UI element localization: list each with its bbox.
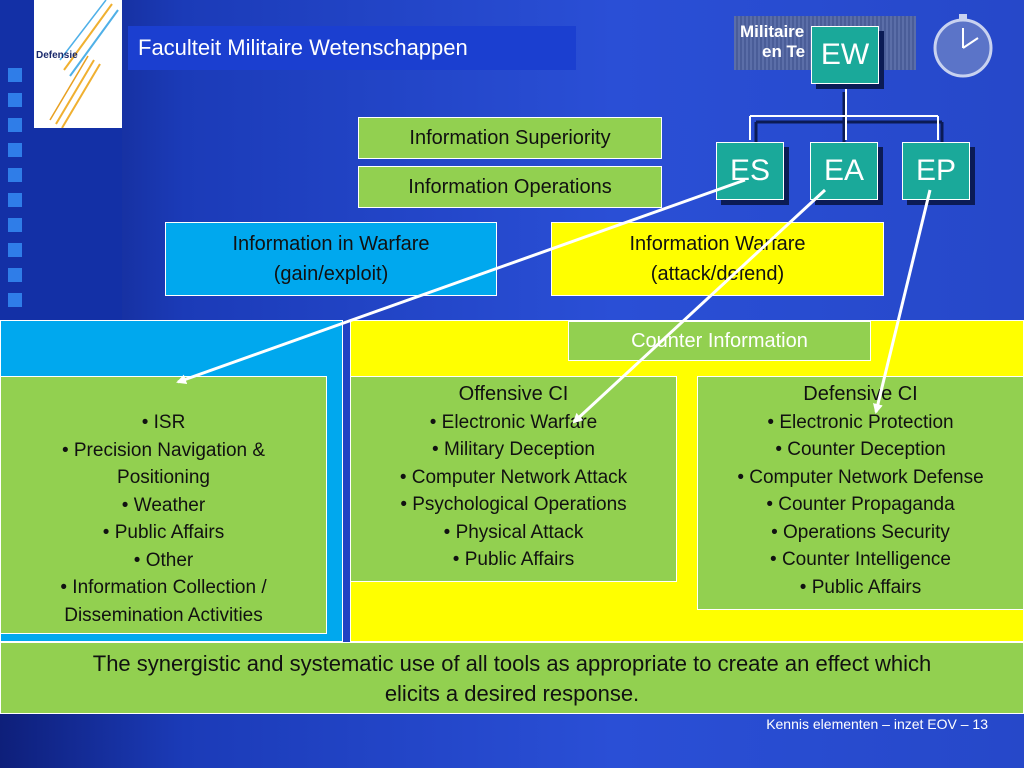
summary-line-2: elicits a desired response. bbox=[384, 681, 640, 706]
list-item: • Public Affairs bbox=[799, 576, 922, 598]
logo-stripes-icon bbox=[49, 0, 119, 129]
info-in-warfare-box: Information in Warfare (gain/exploit) bbox=[165, 222, 497, 296]
arrow-es-to-gain bbox=[176, 178, 746, 385]
tree-node-ea-label: EA bbox=[823, 154, 865, 187]
info-warfare-line2: (attack/defend) bbox=[650, 263, 785, 285]
counter-information-box: Counter Information bbox=[568, 321, 871, 361]
info-superiority-label: Information Superiority bbox=[409, 126, 611, 149]
page-title-text: Faculteit Militaire Wetenschappen bbox=[138, 35, 468, 60]
summary-box: The synergistic and systematic use of al… bbox=[0, 642, 1024, 714]
decor-squares bbox=[8, 68, 26, 318]
list-item: • Public Affairs bbox=[452, 549, 575, 570]
defensive-ci-list: Defensive CI • Electronic Protection • C… bbox=[697, 376, 1024, 610]
list-item: • ISR bbox=[141, 412, 186, 433]
arrow-ep-to-defensive bbox=[873, 189, 932, 414]
arrow-ea-to-offensive bbox=[572, 188, 827, 424]
tree-node-ew-label: EW bbox=[820, 38, 870, 71]
info-in-warfare-line2: (gain/exploit) bbox=[273, 263, 389, 285]
list-item: • Public Affairs bbox=[102, 522, 225, 543]
clock-icon bbox=[933, 14, 993, 78]
list-item: • Counter Deception bbox=[775, 439, 946, 460]
info-operations-label: Information Operations bbox=[408, 175, 612, 198]
defensie-logo: Defensie bbox=[34, 0, 122, 129]
list-item: • Other bbox=[133, 549, 194, 571]
offensive-ci-title: Offensive CI bbox=[458, 383, 569, 405]
brand-line-2: en Te bbox=[762, 42, 806, 61]
list-item: Dissemination Activities bbox=[64, 604, 263, 626]
summary-line-1: The synergistic and systematic use of al… bbox=[92, 651, 932, 676]
offensive-ci-list: Offensive CI • Electronic Warfare • Mili… bbox=[350, 376, 677, 582]
counter-information-label: Counter Information bbox=[631, 329, 808, 352]
list-item: • Physical Attack bbox=[443, 521, 584, 543]
tree-node-es: ES bbox=[716, 142, 784, 200]
list-item: • Information Collection / bbox=[60, 577, 267, 598]
gain-exploit-list: • ISR • Precision Navigation & Positioni… bbox=[0, 376, 327, 634]
list-item: • Electronic Warfare bbox=[429, 411, 598, 433]
list-item: • Military Deception bbox=[432, 439, 595, 460]
list-item: • Psychological Operations bbox=[400, 494, 627, 515]
list-item: • Computer Network Defense bbox=[737, 466, 984, 488]
tree-node-ea: EA bbox=[810, 142, 878, 200]
brand-line-1: Militaire bbox=[740, 22, 805, 41]
tree-node-ep-label: EP bbox=[915, 154, 957, 187]
page-title: Faculteit Militaire Wetenschappen bbox=[128, 26, 576, 70]
list-item: • Electronic Protection bbox=[767, 411, 954, 433]
defensive-ci-title: Defensive CI bbox=[803, 383, 918, 405]
logo-text: Defensie bbox=[36, 50, 78, 61]
info-in-warfare-line1: Information in Warfare bbox=[232, 233, 430, 255]
list-item: • Counter Intelligence bbox=[770, 549, 951, 570]
list-item: • Operations Security bbox=[771, 521, 950, 543]
list-item: • Precision Navigation & bbox=[61, 439, 266, 461]
slide-footer: Kennis elementen – inzet EOV – 13 bbox=[766, 716, 988, 732]
info-superiority-box: Information Superiority bbox=[358, 117, 662, 159]
list-item: • Computer Network Attack bbox=[399, 466, 628, 488]
list-item: • Weather bbox=[121, 494, 206, 516]
list-item: Positioning bbox=[117, 467, 210, 488]
list-item: • Counter Propaganda bbox=[766, 494, 955, 515]
info-operations-box: Information Operations bbox=[358, 166, 662, 208]
tree-node-ew: EW bbox=[811, 26, 879, 84]
tree-node-ep: EP bbox=[902, 142, 970, 200]
